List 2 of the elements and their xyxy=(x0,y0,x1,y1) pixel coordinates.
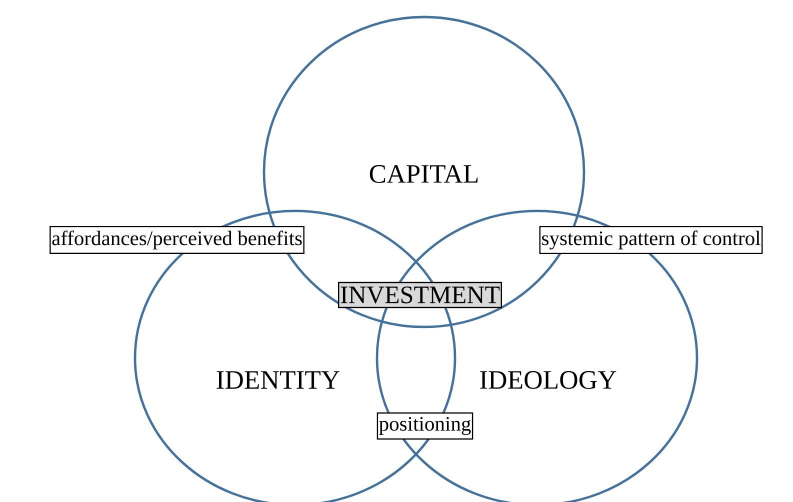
label-box: affordances/perceived benefits xyxy=(50,226,304,254)
label-box: systemic pattern of control xyxy=(539,226,763,254)
